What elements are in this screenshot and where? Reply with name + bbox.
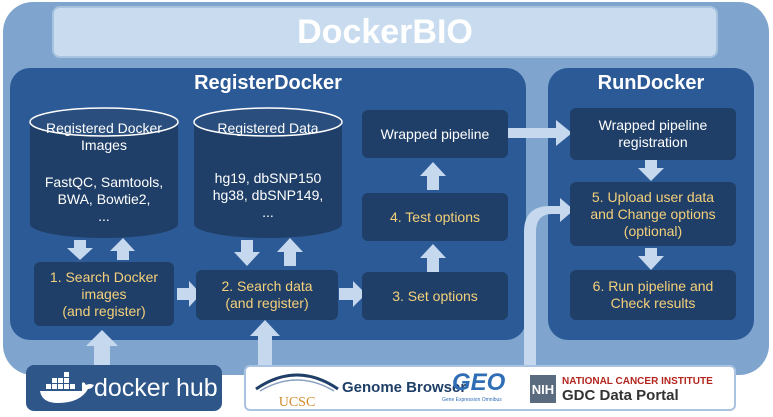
arrow-up-icon — [110, 238, 135, 260]
data-cylinder-list: hg19, dbSNP150 hg38, dbSNP149, ... — [194, 170, 342, 221]
geo-logo-text: GEO — [452, 369, 506, 396]
ucsc-text: UCSC — [279, 395, 316, 409]
registered-data-cylinder — [193, 107, 343, 238]
step5-upload-user-data[interactable]: 5. Upload user data and Change options (… — [570, 182, 736, 246]
arrow-up-icon — [420, 162, 446, 190]
curved-arrow-icon — [524, 198, 574, 366]
docker-whale-icon — [40, 372, 94, 403]
data-list-line1: hg19, dbSNP150 — [214, 170, 322, 186]
arrow-down-icon — [234, 240, 260, 266]
images-cylinder-heading: Registered Docker Images — [30, 120, 178, 154]
step1-line3: (and register) — [62, 302, 146, 319]
arrow-up-icon — [250, 320, 280, 366]
step6-line2: Check results — [610, 295, 696, 311]
data-sources-strip: UCSC Genome Browser GEO Gene Expression … — [244, 365, 736, 411]
step2-line2: (and register) — [225, 295, 309, 311]
arrow-down-icon — [638, 160, 664, 181]
arrow-right-icon — [177, 281, 201, 307]
docker-hub-text: docker hub — [94, 374, 218, 402]
images-list-line1: FastQC, Samtools, — [44, 174, 164, 190]
docker-hub-logo: docker hub — [26, 365, 222, 411]
data-list-line3: ... — [262, 204, 274, 220]
run-docker-title: RunDocker — [597, 72, 705, 94]
data-list-line2: hg38, dbSNP149, — [212, 187, 324, 203]
images-list-line2: BWA, Bowtie2, — [57, 191, 151, 207]
arrow-right-icon — [506, 120, 572, 146]
images-list-line3: ... — [98, 208, 110, 224]
images-heading-line1: Registered Docker — [46, 120, 162, 136]
nih-logo: NIH — [530, 375, 556, 403]
title-banner: DockerBIO — [52, 6, 718, 58]
gdc-portal-text: GDC Data Portal — [562, 387, 679, 404]
geo-subtitle: Gene Expression Omnibus — [442, 397, 502, 403]
images-heading-line2: Images — [81, 137, 127, 153]
registered-images-cylinder — [29, 107, 179, 238]
step5-line2: and Change options — [590, 205, 716, 222]
nci-text: NATIONAL CANCER INSTITUTE — [562, 376, 713, 387]
genome-browser-text: Genome Browser — [342, 379, 467, 396]
arrow-up-icon — [86, 330, 118, 366]
arrow-right-icon — [339, 281, 366, 307]
step6-run-pipeline[interactable]: 6. Run pipeline and Check results — [570, 270, 736, 320]
step2-line1: 2. Search data — [221, 278, 313, 294]
data-cylinder-heading: Registered Data — [217, 120, 319, 136]
step5-line1: 5. Upload user data — [591, 188, 715, 205]
arrow-up-icon — [420, 244, 446, 272]
step2-search-data[interactable]: 2. Search data (and register) — [196, 270, 338, 320]
step6-line1: 6. Run pipeline and — [592, 278, 714, 294]
registration-line1: Wrapped pipeline — [598, 117, 708, 133]
wrapped-pipeline-box[interactable]: Wrapped pipeline — [362, 110, 508, 158]
step1-line2: images — [81, 285, 127, 302]
step1-search-docker-images[interactable]: 1. Search Docker images (and register) — [34, 262, 174, 326]
step5-line3: (optional) — [623, 222, 683, 239]
wrapped-pipeline-registration[interactable]: Wrapped pipeline registration — [570, 108, 736, 160]
arrow-down-icon — [638, 248, 664, 270]
step3-set-options[interactable]: 3. Set options — [362, 272, 508, 320]
registration-line2: registration — [618, 134, 688, 150]
arrow-down-icon — [67, 240, 93, 260]
images-cylinder-list: FastQC, Samtools, BWA, Bowtie2, ... — [30, 174, 178, 225]
arrow-up-icon — [277, 238, 303, 266]
ucsc-logo: UCSC — [255, 373, 339, 409]
step4-test-options[interactable]: 4. Test options — [362, 193, 508, 241]
step1-line1: 1. Search Docker — [49, 268, 159, 285]
register-docker-title: RegisterDocker — [194, 72, 342, 94]
